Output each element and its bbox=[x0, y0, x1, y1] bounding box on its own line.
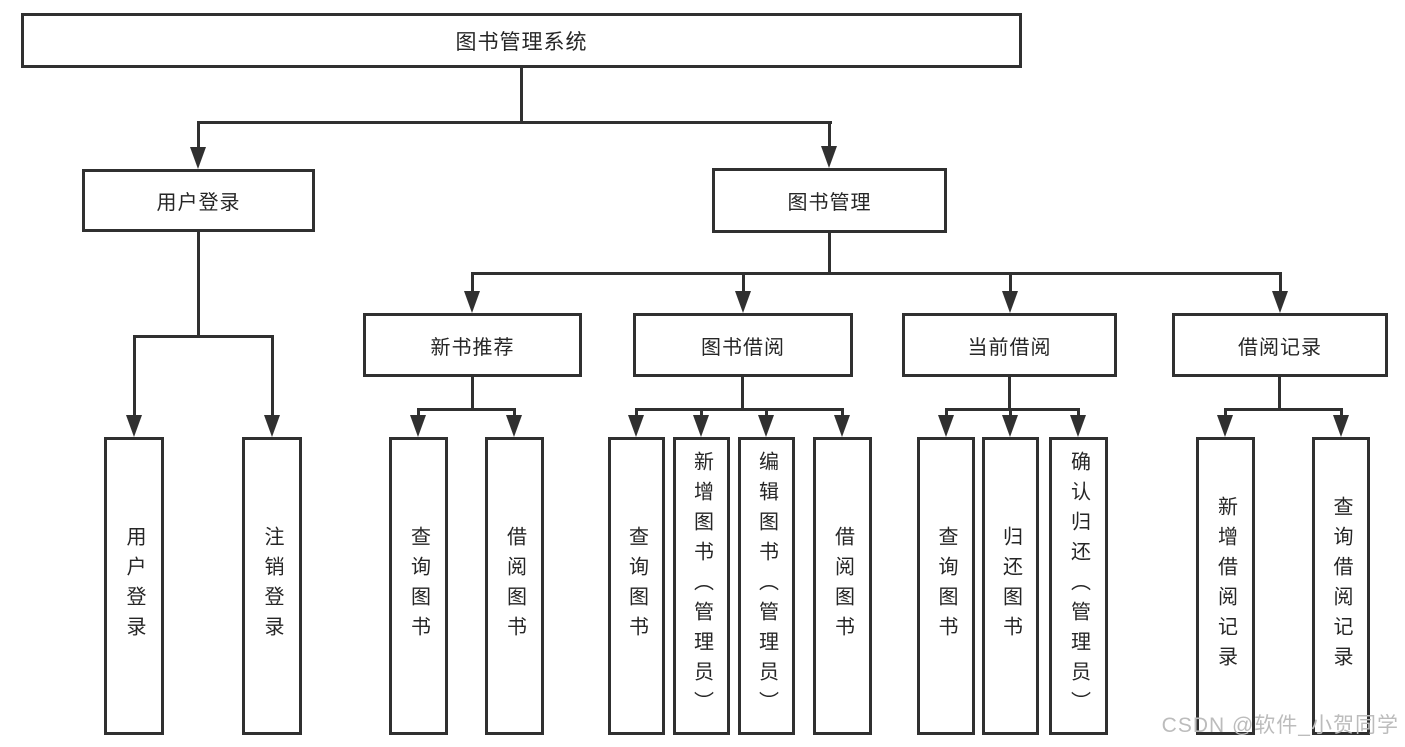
node-book-borrowing: 图书借阅 bbox=[633, 313, 853, 377]
arrow-down-icon bbox=[1217, 415, 1233, 437]
leaf-label: 借阅图书 bbox=[831, 526, 854, 646]
arrow-down-icon bbox=[464, 291, 480, 313]
connector-rail bbox=[197, 121, 832, 124]
leaf-query-books-recommend: 查询图书 bbox=[389, 437, 448, 735]
connector-arrow-stem bbox=[828, 121, 831, 150]
node-borrowing-records: 借阅记录 bbox=[1172, 313, 1388, 377]
connector-arrow-stem bbox=[635, 408, 638, 419]
connector-arrow-stem bbox=[1340, 408, 1343, 419]
connector-arrow-stem bbox=[945, 408, 948, 419]
arrow-down-icon bbox=[758, 415, 774, 437]
connector-arrow-stem bbox=[841, 408, 844, 419]
node-label: 当前借阅 bbox=[967, 336, 1052, 359]
leaf-logout: 注销登录 bbox=[242, 437, 302, 735]
connector-stub bbox=[741, 377, 744, 411]
leaf-label: 新增借阅记录 bbox=[1214, 496, 1237, 676]
connector-rail bbox=[471, 272, 1281, 275]
connector-stub bbox=[471, 377, 474, 411]
connector-rail bbox=[133, 335, 274, 338]
connector-arrow-stem bbox=[742, 272, 745, 295]
arrow-down-icon bbox=[1272, 291, 1288, 313]
connector-rail bbox=[945, 408, 1080, 411]
arrow-down-icon bbox=[1333, 415, 1349, 437]
node-current-borrowing: 当前借阅 bbox=[902, 313, 1117, 377]
connector-arrow-stem bbox=[1077, 408, 1080, 419]
arrow-down-icon bbox=[821, 146, 837, 168]
connector-rail bbox=[635, 408, 844, 411]
node-label: 图书管理系统 bbox=[455, 30, 588, 54]
node-label: 图书管理 bbox=[787, 192, 872, 214]
node-user-login: 用户登录 bbox=[82, 169, 315, 232]
leaf-label: 确认归还（管理员） bbox=[1067, 451, 1090, 721]
arrow-down-icon bbox=[126, 415, 142, 437]
node-label: 借阅记录 bbox=[1238, 336, 1322, 359]
leaf-query-borrow-record: 查询借阅记录 bbox=[1312, 437, 1370, 735]
connector-stub bbox=[1278, 377, 1281, 411]
arrow-down-icon bbox=[1002, 415, 1018, 437]
leaf-label: 用户登录 bbox=[123, 526, 145, 646]
leaf-label: 注销登录 bbox=[261, 526, 283, 646]
connector-stub bbox=[1008, 377, 1011, 411]
leaf-edit-books-admin: 编辑图书（管理员） bbox=[738, 437, 795, 735]
connector-arrow-stem bbox=[1009, 272, 1012, 295]
connector-arrow-stem bbox=[471, 272, 474, 295]
connector-rail bbox=[1224, 408, 1343, 411]
arrow-down-icon bbox=[628, 415, 644, 437]
arrow-down-icon bbox=[938, 415, 954, 437]
connector-arrow-stem bbox=[700, 408, 703, 419]
connector-stub bbox=[828, 233, 831, 275]
connector-stub bbox=[520, 68, 523, 124]
leaf-label: 查询图书 bbox=[935, 526, 957, 646]
leaf-label: 编辑图书（管理员） bbox=[755, 451, 778, 721]
arrow-down-icon bbox=[834, 415, 850, 437]
leaf-borrow-books-recommend: 借阅图书 bbox=[485, 437, 544, 735]
watermark: CSDN @软件_小贺同学 bbox=[1161, 714, 1399, 737]
connector-arrow-stem bbox=[417, 408, 420, 419]
connector-arrow-stem bbox=[513, 408, 516, 419]
node-label: 用户登录 bbox=[156, 192, 241, 214]
leaf-label: 查询图书 bbox=[407, 526, 430, 646]
leaf-confirm-return-admin: 确认归还（管理员） bbox=[1049, 437, 1108, 735]
arrow-down-icon bbox=[735, 291, 751, 313]
arrow-down-icon bbox=[410, 415, 426, 437]
node-label: 图书借阅 bbox=[701, 336, 785, 359]
leaf-return-books: 归还图书 bbox=[982, 437, 1039, 735]
arrow-down-icon bbox=[190, 147, 206, 169]
arrow-down-icon bbox=[1070, 415, 1086, 437]
node-new-book-recommend: 新书推荐 bbox=[363, 313, 582, 377]
connector-stub bbox=[197, 232, 200, 338]
leaf-add-books-admin: 新增图书（管理员） bbox=[673, 437, 730, 735]
leaf-add-borrow-record: 新增借阅记录 bbox=[1196, 437, 1255, 735]
connector-rail bbox=[417, 408, 516, 411]
leaf-query-books-borrowing: 查询图书 bbox=[608, 437, 665, 735]
arrow-down-icon bbox=[693, 415, 709, 437]
arrow-down-icon bbox=[506, 415, 522, 437]
connector-arrow-stem bbox=[133, 335, 136, 419]
node-label: 新书推荐 bbox=[430, 336, 515, 359]
leaf-query-books-current: 查询图书 bbox=[917, 437, 975, 735]
leaf-label: 新增图书（管理员） bbox=[690, 451, 713, 721]
connector-arrow-stem bbox=[765, 408, 768, 419]
node-library-system: 图书管理系统 bbox=[21, 13, 1022, 68]
arrow-down-icon bbox=[1002, 291, 1018, 313]
leaf-label: 归还图书 bbox=[999, 526, 1022, 646]
leaf-user-login: 用户登录 bbox=[104, 437, 164, 735]
connector-arrow-stem bbox=[271, 335, 274, 419]
leaf-borrow-books: 借阅图书 bbox=[813, 437, 872, 735]
connector-arrow-stem bbox=[1224, 408, 1227, 419]
arrow-down-icon bbox=[264, 415, 280, 437]
connector-arrow-stem bbox=[1279, 272, 1282, 295]
leaf-label: 借阅图书 bbox=[503, 526, 526, 646]
leaf-label: 查询借阅记录 bbox=[1330, 496, 1352, 676]
node-book-management: 图书管理 bbox=[712, 168, 947, 233]
connector-arrow-stem bbox=[197, 121, 200, 151]
leaf-label: 查询图书 bbox=[625, 526, 648, 646]
connector-arrow-stem bbox=[1009, 408, 1012, 419]
